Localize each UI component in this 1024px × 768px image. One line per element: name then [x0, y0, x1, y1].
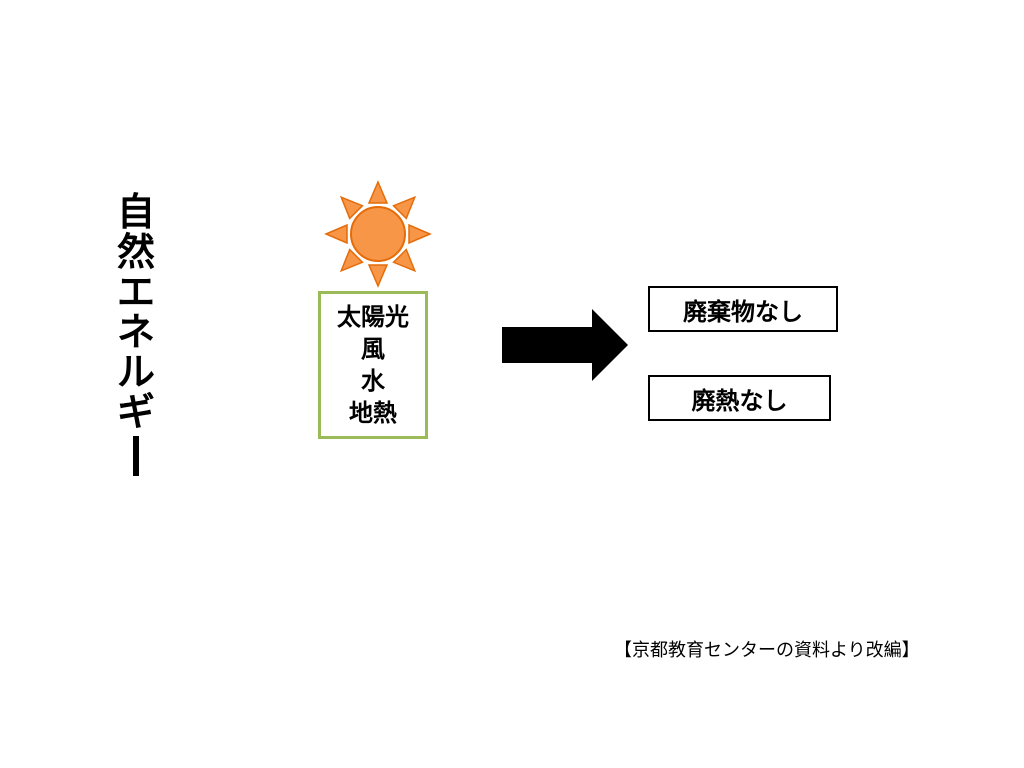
right-arrow-icon — [502, 309, 628, 381]
source-water: 水 — [361, 367, 385, 395]
title-char: エ — [116, 270, 155, 314]
source-citation: 【京都教育センターの資料より改編】 — [614, 640, 920, 661]
sun-ray — [392, 248, 417, 273]
title-char: 然 — [116, 230, 155, 274]
source-solar: 太陽光 — [337, 303, 409, 331]
sun-ray — [408, 223, 432, 245]
sun-ray — [339, 195, 364, 220]
source-wind: 風 — [361, 335, 385, 363]
result-no-waste-label: 廃棄物なし — [683, 297, 803, 326]
title-char: 自 — [116, 190, 155, 234]
sun-ray — [392, 195, 417, 220]
sun-core — [350, 206, 406, 262]
result-no-waste-heat: 廃熱なし — [648, 375, 831, 421]
result-no-waste: 廃棄物なし — [648, 286, 838, 332]
vertical-title-natural-energy: 自 然 エ ネ ル ギ — [112, 192, 160, 476]
energy-sources-box: 太陽光 風 水 地熱 — [318, 291, 428, 439]
title-char: ギ — [116, 390, 155, 434]
sun-ray — [324, 223, 348, 245]
sun-ray — [367, 180, 389, 204]
long-vowel-mark — [133, 436, 139, 476]
result-no-waste-heat-label: 廃熱なし — [691, 386, 788, 415]
sun-ray — [339, 248, 364, 273]
sun-icon — [324, 180, 432, 288]
title-char: ル — [116, 350, 155, 394]
sun-ray — [367, 264, 389, 288]
source-geothermal: 地熱 — [349, 399, 397, 427]
title-char: ネ — [116, 310, 155, 354]
